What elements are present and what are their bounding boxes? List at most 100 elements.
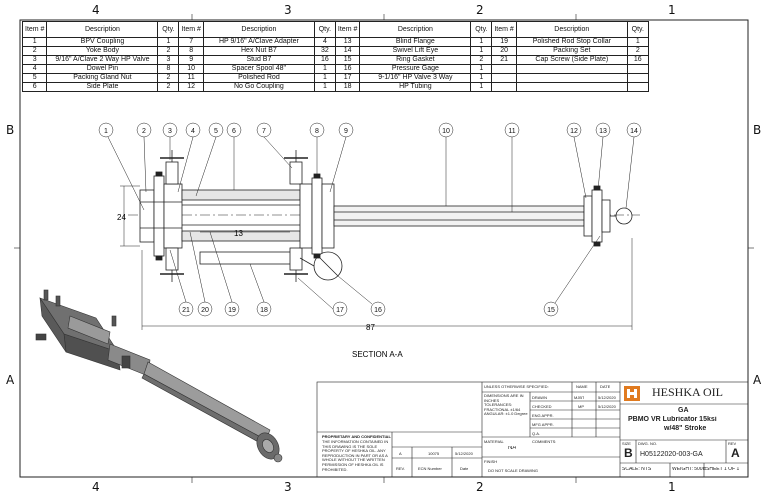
do-not-scale: DO NOT SCALE DRAWING: [488, 468, 539, 473]
svg-text:7: 7: [262, 128, 266, 135]
zone-col-4-top: 4: [92, 3, 100, 17]
svg-text:21: 21: [182, 307, 190, 314]
balloon-3: 3: [162, 122, 178, 160]
heshka-logo-icon: [624, 386, 640, 401]
comments-label: COMMENTS:: [532, 439, 557, 444]
balloon-19: 19: [209, 231, 240, 317]
checked-label: CHECKED: [532, 404, 552, 409]
svg-text:11: 11: [508, 128, 515, 135]
svg-text:13: 13: [599, 128, 607, 135]
qa-label: Q.A.: [532, 431, 541, 436]
checked-name: MP: [578, 404, 584, 409]
eng-appr-label: ENG APPR.: [532, 413, 554, 418]
revision-rev: A: [399, 451, 402, 456]
checked-date: 5/12/2020: [598, 404, 616, 409]
balloon-14: 14: [625, 122, 642, 209]
balloons-bottom: 21 20 19 18 17 16 15: [169, 231, 601, 317]
balloon-2: 2: [136, 122, 152, 193]
svg-text:14: 14: [630, 128, 638, 135]
balloon-16: 16: [337, 275, 386, 317]
section-label: SECTION A-A: [352, 350, 403, 359]
zone-col-1-top: 1: [668, 3, 676, 17]
balloon-10: 10: [438, 122, 454, 206]
scale: SCALE: NTS: [622, 467, 652, 472]
mfg-appr-label: MFG APPR.: [532, 422, 554, 427]
bom-header-item: Item #: [21, 21, 48, 38]
bom-item: 6: [21, 82, 48, 92]
balloon-17: 17: [297, 277, 348, 317]
svg-text:4: 4: [191, 128, 195, 135]
svg-text:6: 6: [232, 128, 236, 135]
drawing-title-line3: w/48" Stroke: [664, 425, 707, 432]
balloon-7: 7: [256, 122, 293, 169]
drawing-title-line1: GA: [678, 407, 689, 414]
svg-text:9: 9: [344, 128, 348, 135]
dwg-no-label: DWG. NO.: [638, 441, 658, 446]
ecn-header: ECN Number: [418, 466, 442, 471]
material-value: NA: [508, 446, 517, 451]
balloon-5: 5: [195, 122, 224, 197]
material-label: MATERIAL: [484, 439, 504, 444]
sheet-number: SHEET 1 OF 1: [706, 467, 740, 472]
proprietary-title: PROPRIETARY AND CONFIDENTIAL: [322, 434, 391, 439]
balloon-6: 6: [226, 122, 242, 190]
bom-header-qty: Qty.: [626, 21, 649, 38]
drawn-name: MJBT: [574, 395, 585, 400]
svg-text:15: 15: [547, 307, 555, 314]
section-view: [128, 150, 640, 282]
balloon-8: 8: [309, 122, 325, 176]
dim-inner: 13: [234, 229, 243, 238]
zone-col-1-bottom: 1: [668, 480, 676, 494]
bom-header-row: Item # Description Qty. Item # Descripti…: [21, 21, 649, 38]
dim-height: 24: [117, 213, 126, 222]
bom-qty: [626, 82, 649, 92]
date-header: Date: [460, 466, 469, 471]
balloon-11: 11: [504, 122, 520, 212]
bill-of-materials: Item # Description Qty. Item # Descripti…: [21, 21, 649, 92]
size-label: SIZE: [622, 441, 631, 446]
zone-col-2-top: 2: [476, 3, 484, 17]
svg-text:17: 17: [336, 307, 344, 314]
revision-date: 5/12/2020: [455, 451, 473, 456]
sheet-border: [19, 19, 749, 478]
revision-ecn: 10075: [428, 451, 440, 456]
bom-item: [491, 82, 517, 92]
bom-item: 18: [334, 82, 361, 92]
balloon-18: 18: [249, 263, 272, 317]
balloons-top: 1 2 3 4 5 6 7 8 9 10 11 12 13 14: [98, 122, 642, 212]
date-label: DATE: [600, 384, 611, 389]
zone-row-b-left: B: [6, 123, 15, 137]
zone-col-3-top: 3: [284, 3, 292, 17]
balloon-21: 21: [169, 249, 194, 317]
weight: WEIGHT: 500lb: [672, 467, 707, 472]
finish-label: FINISH: [484, 459, 498, 464]
zone-col-3-bottom: 3: [284, 480, 292, 494]
svg-text:12: 12: [570, 128, 578, 135]
zone-col-2-bottom: 2: [476, 480, 484, 494]
balloon-12: 12: [566, 122, 587, 199]
company-name: HESHKA OIL: [652, 385, 723, 399]
proprietary-text: THE INFORMATION CONTAINED IN THIS DRAWIN…: [322, 440, 389, 472]
unless-specified: UNLESS OTHERWISE SPECIFIED:: [484, 384, 549, 389]
rev-label: REV: [728, 441, 737, 446]
title-block-grid: [316, 381, 749, 478]
balloon-4: 4: [177, 122, 201, 193]
svg-text:16: 16: [374, 307, 382, 314]
drawn-date: 5/12/2020: [598, 395, 616, 400]
svg-text:19: 19: [228, 307, 236, 314]
dimension-lines: [120, 185, 633, 330]
zone-row-a-left: A: [6, 373, 15, 387]
svg-text:5: 5: [214, 128, 218, 135]
drawn-label: DRAWN: [532, 395, 547, 400]
svg-text:1: 1: [104, 128, 108, 135]
svg-text:2: 2: [142, 128, 146, 135]
balloon-20: 20: [189, 231, 213, 317]
dim-overall: 87: [366, 323, 375, 332]
svg-text:18: 18: [260, 307, 268, 314]
rev-header: REV.: [396, 466, 405, 471]
drawing-title-line2: PBMO VR Lubricator 15ksi: [628, 416, 717, 423]
balloon-1: 1: [98, 122, 145, 211]
isometric-assembly-view: [35, 289, 283, 463]
